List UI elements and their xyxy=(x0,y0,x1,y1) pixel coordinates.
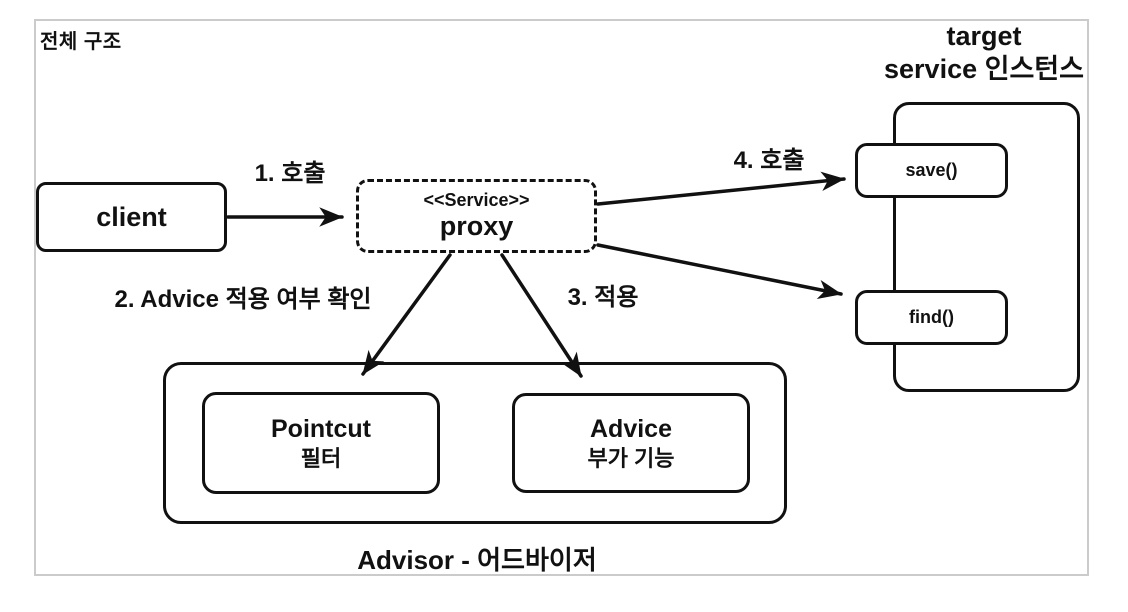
proxy-node: <<Service>> proxy xyxy=(356,179,597,253)
client-label: client xyxy=(96,201,167,232)
edge-label-advice-check-2: 2. Advice 적용 여부 확인 xyxy=(114,286,372,313)
edge-label-apply-3: 3. 적용 xyxy=(567,284,639,311)
target-title-line1: target xyxy=(946,21,1022,51)
pointcut-title: Pointcut xyxy=(271,414,371,443)
pointcut-subtitle: 필터 xyxy=(300,445,342,471)
edge-label-call-1: 1. 호출 xyxy=(254,160,326,187)
pointcut-node: Pointcut 필터 xyxy=(202,392,440,494)
advice-node: Advice 부가 기능 xyxy=(512,393,750,493)
diagram-title: 전체 구조 xyxy=(40,31,122,53)
advisor-caption: Advisor - 어드바이저 xyxy=(357,545,597,575)
method-find-node: find() xyxy=(855,290,1008,345)
edge-label-call-4: 4. 호출 xyxy=(733,147,805,174)
method-save-node: save() xyxy=(855,143,1008,198)
target-title-line2: service 인스턴스 xyxy=(884,54,1084,84)
proxy-name: proxy xyxy=(439,210,514,241)
client-node: client xyxy=(36,182,227,252)
advice-subtitle: 부가 기능 xyxy=(587,445,675,471)
target-title: target service 인스턴스 xyxy=(872,20,1096,86)
proxy-stereotype: <<Service>> xyxy=(423,190,530,211)
method-find-label: find() xyxy=(909,307,954,327)
advice-title: Advice xyxy=(590,414,672,443)
method-save-label: save() xyxy=(905,160,958,180)
